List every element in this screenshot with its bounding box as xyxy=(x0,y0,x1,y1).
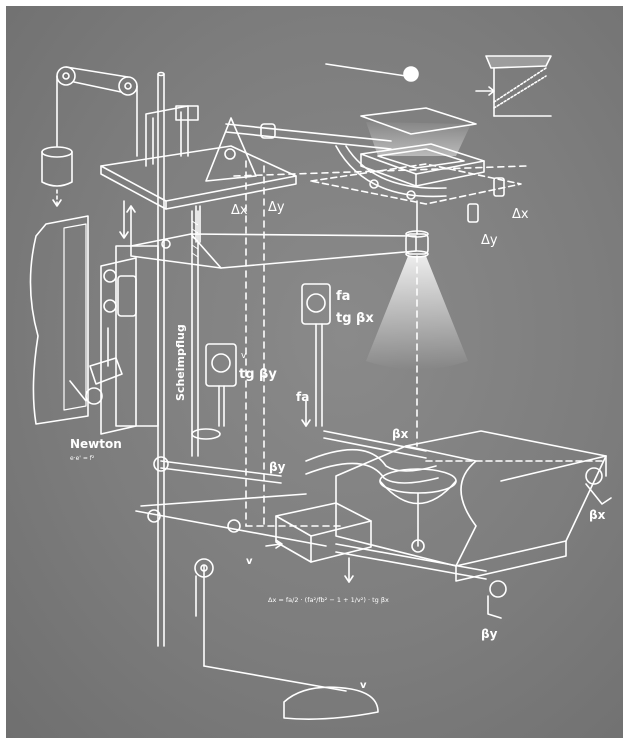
label-beta-x-arm: βx xyxy=(392,427,409,441)
label-beta-x-knob: βx xyxy=(589,508,606,522)
apparatus-illustration: Δx Δy Δx Δy fa tg βx v tg βy Scheimpflug… xyxy=(29,55,612,720)
motion-arrows xyxy=(265,400,354,583)
label-v-left: v xyxy=(246,556,253,567)
label-tg-beta-y: tg βy xyxy=(239,367,277,382)
label-formula-bottom: Δx = fa/2 · (fa²/fb² − 1 + 1/v²) · tg βx xyxy=(268,596,389,604)
right-table xyxy=(335,430,612,619)
main-post xyxy=(157,71,165,647)
label-v-meter: v xyxy=(241,351,247,361)
label-newton-formula: e·e' = f² xyxy=(70,455,95,462)
counterweight xyxy=(41,146,73,207)
meter-fa-tgbx xyxy=(301,283,331,427)
newton-board xyxy=(29,200,159,435)
scheimpflug-rod xyxy=(191,210,199,457)
diagram-plate: Δx Δy Δx Δy fa tg βx v tg βy Scheimpflug… xyxy=(6,6,623,738)
middle-arm xyxy=(130,205,429,269)
label-delta-x-right: Δx xyxy=(512,207,529,222)
label-fa-upper: fa xyxy=(336,289,350,304)
label-delta-y-right: Δy xyxy=(481,233,498,248)
label-delta-y-top: Δy xyxy=(268,200,285,215)
meter-tgby xyxy=(191,343,237,440)
label-newton: Newton xyxy=(70,437,122,451)
label-beta-y-arm: βy xyxy=(269,460,286,474)
top-right-film-stage xyxy=(310,55,552,223)
pulley-assembly xyxy=(56,66,138,157)
label-fa-lower: fa xyxy=(296,390,309,404)
label-v-pedal: v xyxy=(360,680,367,691)
label-beta-y-knob: βy xyxy=(481,627,498,641)
label-scheimpflug: Scheimpflug xyxy=(174,324,187,401)
label-tg-beta-x: tg βx xyxy=(336,311,374,326)
lower-base xyxy=(135,430,457,720)
label-delta-x-top: Δx xyxy=(231,203,248,218)
upper-carriage xyxy=(100,105,392,210)
